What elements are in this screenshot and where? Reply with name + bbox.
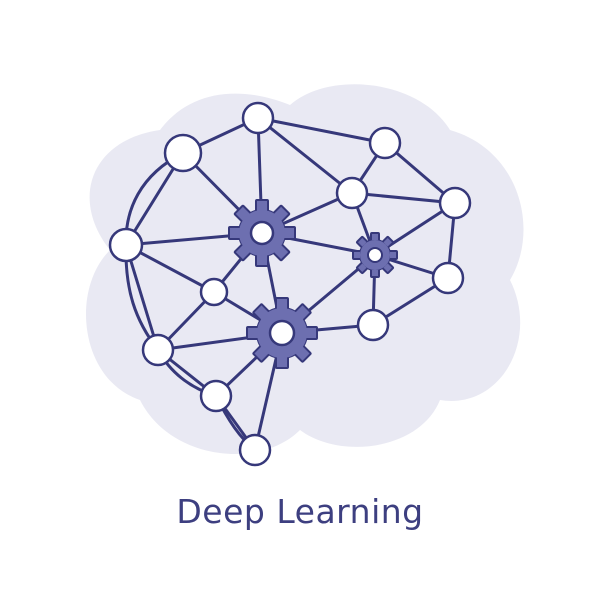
- network-node: [163, 133, 203, 173]
- network-node: [335, 176, 369, 210]
- network-node: [368, 126, 402, 160]
- network-node: [431, 261, 465, 295]
- network-node: [238, 433, 272, 467]
- network-node: [199, 277, 229, 307]
- network-node: [141, 333, 175, 367]
- cloud-background: [86, 84, 524, 455]
- caption-title: Deep Learning: [176, 492, 424, 531]
- network-edges: [124, 116, 457, 452]
- gear-icon: [352, 232, 398, 278]
- gear-icon: [246, 297, 318, 369]
- gear-icon: [228, 199, 296, 267]
- network-node: [438, 186, 472, 220]
- network-node: [199, 379, 233, 413]
- network-node: [356, 308, 390, 342]
- network-nodes: [108, 101, 472, 467]
- network-node: [241, 101, 275, 135]
- network-node: [108, 227, 144, 263]
